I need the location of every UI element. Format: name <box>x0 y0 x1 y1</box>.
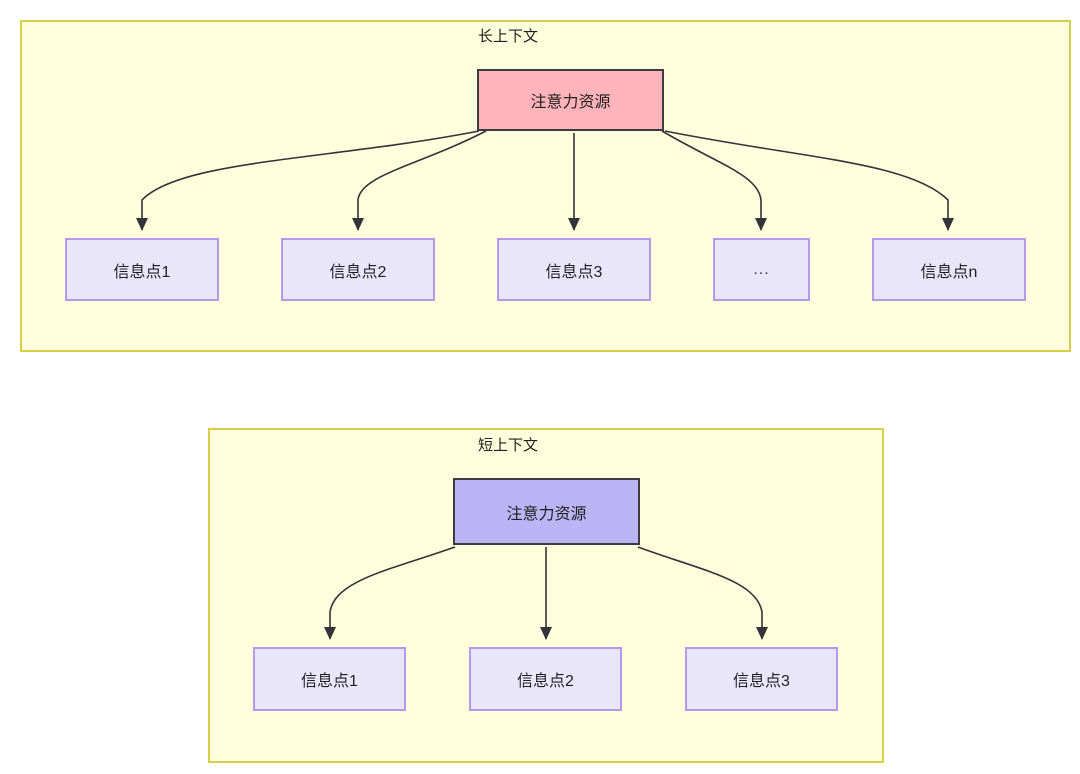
node-info-point-short-context-1[interactable]: 信息点1 <box>253 647 406 711</box>
node-info-point-long-context-5[interactable]: 信息点n <box>872 238 1026 301</box>
group-title-long-context: 长上下文 <box>477 28 538 45</box>
node-attention-resource-long-context[interactable]: 注意力资源 <box>477 69 664 131</box>
group-title-short-context: 短上下文 <box>477 437 538 454</box>
node-info-point-long-context-3[interactable]: 信息点3 <box>497 238 651 301</box>
node-attention-resource-short-context[interactable]: 注意力资源 <box>453 478 640 545</box>
node-info-point-short-context-3[interactable]: 信息点3 <box>685 647 838 711</box>
node-info-point-long-context-1[interactable]: 信息点1 <box>65 238 219 301</box>
node-ellipsis-long-context[interactable]: ... <box>713 238 810 301</box>
node-info-point-long-context-2[interactable]: 信息点2 <box>281 238 435 301</box>
node-info-point-short-context-2[interactable]: 信息点2 <box>469 647 622 711</box>
